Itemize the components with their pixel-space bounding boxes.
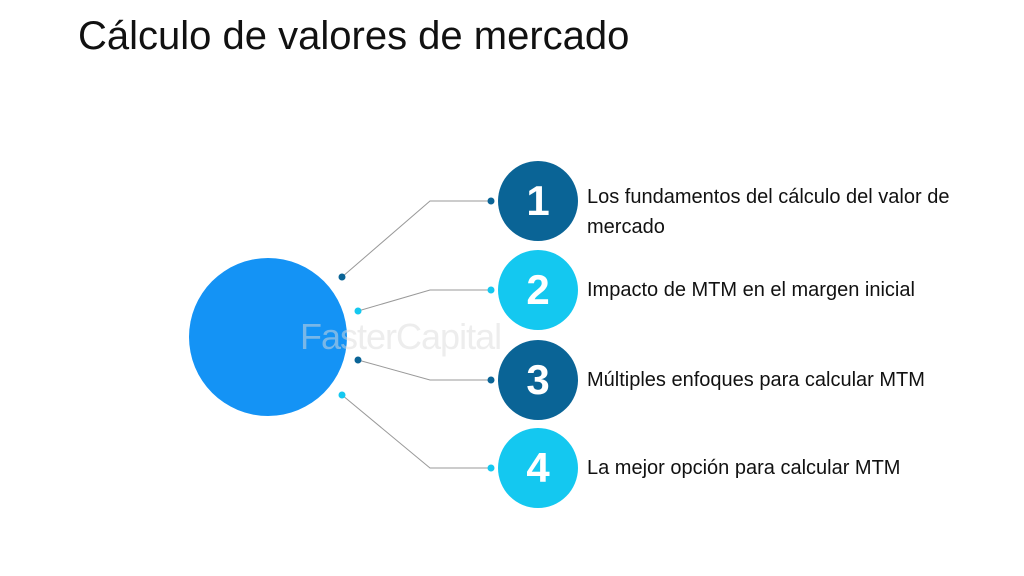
connector-line bbox=[357, 289, 491, 312]
connector-line bbox=[341, 394, 491, 469]
connector-dot bbox=[487, 376, 495, 384]
watermark: FasterCapital bbox=[300, 316, 502, 357]
connector-dot bbox=[354, 356, 362, 364]
connector-dot bbox=[354, 307, 362, 315]
step-label: Impacto de MTM en el margen inicial bbox=[587, 279, 915, 301]
connector-dot bbox=[338, 273, 346, 281]
connector-dot bbox=[338, 391, 346, 399]
step-number-circle: 2 bbox=[498, 250, 578, 330]
step-number-circle: 3 bbox=[498, 340, 578, 420]
connector-dot bbox=[487, 286, 495, 294]
step-number-circle: 4 bbox=[498, 428, 578, 508]
step-label: Múltiples enfoques para calcular MTM bbox=[587, 369, 925, 391]
step-label: La mejor opción para calcular MTM bbox=[587, 457, 901, 479]
connector-dot bbox=[487, 464, 495, 472]
center-circle bbox=[189, 258, 347, 416]
slide-title: Cálculo de valores de mercado bbox=[78, 14, 630, 58]
step-number-circle: 1 bbox=[498, 161, 578, 241]
step-label: Los fundamentos del cálculo del valor de… bbox=[587, 186, 950, 238]
connector-line bbox=[357, 359, 491, 381]
connector-line bbox=[341, 200, 491, 278]
connector-dot bbox=[487, 197, 495, 205]
